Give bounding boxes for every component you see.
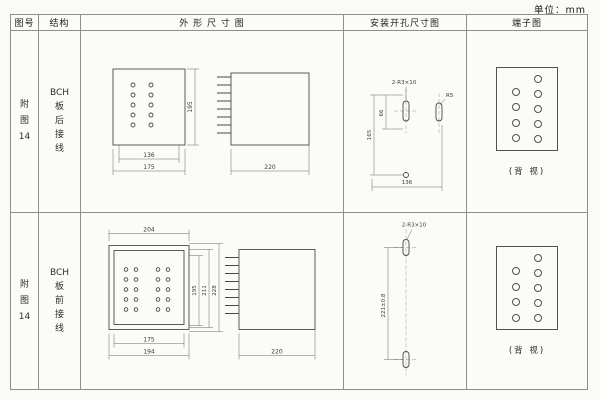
dim-side-depth-row2: 220 (271, 349, 283, 356)
fig-line: 图 (19, 295, 29, 306)
terminal-circle (534, 89, 542, 98)
dim-side-depth-row1: 220 (264, 164, 276, 171)
install-cell-row2: 2-R3×10 221±0.8 (344, 213, 467, 389)
dim-width-outer-row2: 194 (143, 349, 155, 356)
header-outline: 外 形 尺 寸 图 (81, 15, 344, 31)
dim-top-width-row2: 204 (143, 227, 155, 234)
dim-height2-row2: 211 (202, 285, 208, 296)
structure-line: 接 (54, 309, 64, 320)
terminal-circle (534, 314, 542, 322)
terminal-box (496, 246, 558, 330)
terminal-cell-row1: (背 视) (467, 31, 587, 213)
terminal-circle (512, 134, 520, 143)
dim-front-width-outer-row1: 175 (143, 164, 155, 171)
header-terminal: 端子图 (467, 15, 587, 31)
structure-line: 板 (54, 102, 64, 112)
terminal-circle (512, 282, 520, 291)
fig-line: 图 (19, 116, 29, 126)
structure-line: 线 (54, 323, 64, 334)
spec-table: 图号 结构 外 形 尺 寸 图 安装开孔尺寸图 端子图 附 图 14 BCH 板… (10, 14, 588, 390)
structure-line: BCH (49, 88, 70, 98)
header-structure: 结构 (39, 15, 81, 31)
structure-line: 前 (54, 295, 64, 306)
terminal-circle (512, 103, 520, 112)
structure-line: 线 (54, 144, 64, 154)
dim-height3-row2: 228 (212, 285, 218, 296)
fig-line: 14 (18, 311, 31, 322)
structure-row1: BCH 板 后 接 线 (39, 31, 81, 213)
terminal-circle (534, 104, 542, 113)
terminal-box (496, 66, 558, 151)
terminal-circle (512, 267, 520, 275)
dim-front-width-inner-row1: 136 (143, 152, 155, 159)
fig-number-row2: 附 图 14 (11, 213, 39, 389)
terminal-circle (512, 298, 520, 307)
structure-line: BCH (49, 267, 70, 278)
dim-front-height-row1: 195 (187, 101, 194, 113)
dim-height1-row2: 195 (192, 285, 198, 296)
terminal-view-label: (背 视) (508, 346, 546, 356)
terminal-column-left (512, 254, 520, 322)
structure-row2: BCH 板 前 接 线 (39, 213, 81, 389)
dim-width-inner-row2: 175 (143, 337, 155, 344)
structure-line: 接 (54, 130, 64, 140)
dim-vertical-row2: 221±0.8 (381, 293, 387, 317)
terminal-circle (512, 87, 520, 96)
terminal-cell-row2: (背 视) (467, 213, 587, 389)
header-install: 安装开孔尺寸图 (344, 15, 467, 31)
structure-line: 板 (54, 281, 64, 292)
install-cell-row1: 2-R3×10 R5 165 66 136 (344, 31, 467, 213)
terminal-circle (534, 134, 542, 143)
terminal-circle (534, 74, 542, 83)
outline-drawing-row2: 204 195 211 228 175 194 220 (108, 227, 316, 360)
dim-vertical-inner-row1: 66 (379, 109, 385, 116)
terminal-view-label: (背 视) (508, 166, 546, 177)
terminal-circle (534, 284, 542, 292)
dim-slot-callout-row1: 2-R3×10 (392, 80, 417, 86)
fig-line: 附 (19, 279, 29, 290)
terminal-circle (512, 118, 520, 127)
outline-drawing-row1: 136 175 195 220 (112, 68, 310, 175)
terminal-circle (534, 119, 542, 128)
install-drawing-row1: 2-R3×10 R5 165 66 136 (367, 80, 454, 191)
install-drawing-row2: 2-R3×10 221±0.8 (381, 223, 427, 376)
dim-slot-callout-row2: 2-R3×10 (402, 223, 427, 229)
terminal-circle (534, 254, 542, 262)
fig-number-row1: 附 图 14 (11, 31, 39, 213)
structure-line: 后 (54, 116, 64, 126)
terminal-column-left (512, 75, 520, 143)
unit-label: 单位：mm (533, 5, 586, 16)
fig-line: 14 (18, 132, 31, 142)
terminal-circle (534, 269, 542, 277)
header-fig-no: 图号 (11, 15, 39, 31)
dim-radius-row1: R5 (446, 93, 454, 99)
terminal-circle (512, 313, 520, 322)
dim-vertical-outer-row1: 165 (367, 129, 373, 140)
terminal-column-right (534, 74, 542, 143)
fig-line: 附 (19, 100, 29, 110)
terminal-circle (534, 299, 542, 307)
outline-cell-row2: 204 195 211 228 175 194 220 (81, 213, 344, 389)
outline-cell-row1: 136 175 195 220 (81, 31, 344, 213)
terminal-column-right (534, 254, 542, 322)
dim-install-width-row1: 136 (402, 180, 413, 186)
